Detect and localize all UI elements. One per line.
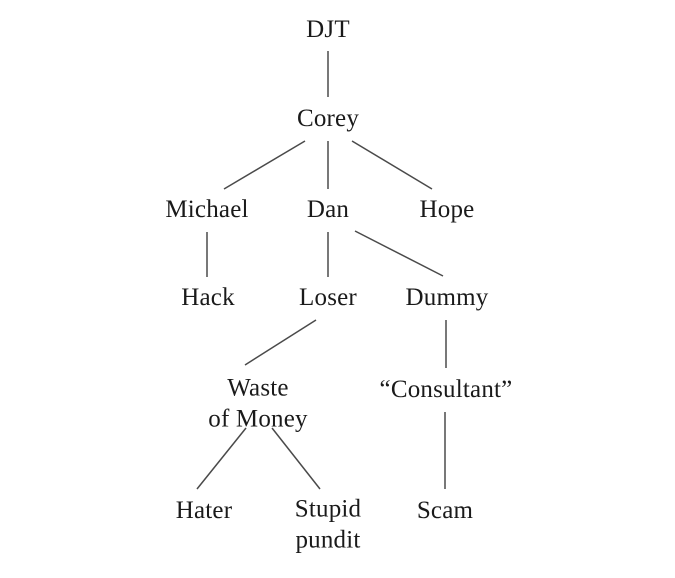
tree-edge-corey-to-hope [351, 140, 433, 190]
tree-node-loser[interactable]: Loser [299, 283, 357, 311]
tree-edge-dan-to-dummy [354, 230, 444, 277]
tree-node-corey[interactable]: Corey [296, 104, 360, 132]
tree-node-hack[interactable]: Hack [181, 283, 235, 311]
tree-node-dummy[interactable]: Dummy [405, 283, 489, 311]
tree-node-djt[interactable]: DJT [306, 15, 350, 43]
tree-edge-waste-to-stupid [271, 427, 321, 490]
tree-node-dan[interactable]: Dan [306, 195, 350, 223]
tree-node-hater[interactable]: Hater [175, 496, 233, 524]
tree-node-waste[interactable]: Waste of Money [208, 374, 308, 433]
tree-node-michael[interactable]: Michael [165, 195, 249, 223]
tree-edge-waste-to-hater [196, 427, 247, 490]
tree-node-hope[interactable]: Hope [419, 195, 475, 223]
tree-node-consultant[interactable]: “Consultant” [379, 375, 513, 403]
tree-node-scam[interactable]: Scam [416, 496, 474, 524]
tree-node-stupid[interactable]: Stupid pundit [294, 495, 362, 554]
tree-edge-corey-to-michael [223, 140, 306, 190]
tree-edge-loser-to-waste [244, 319, 317, 366]
